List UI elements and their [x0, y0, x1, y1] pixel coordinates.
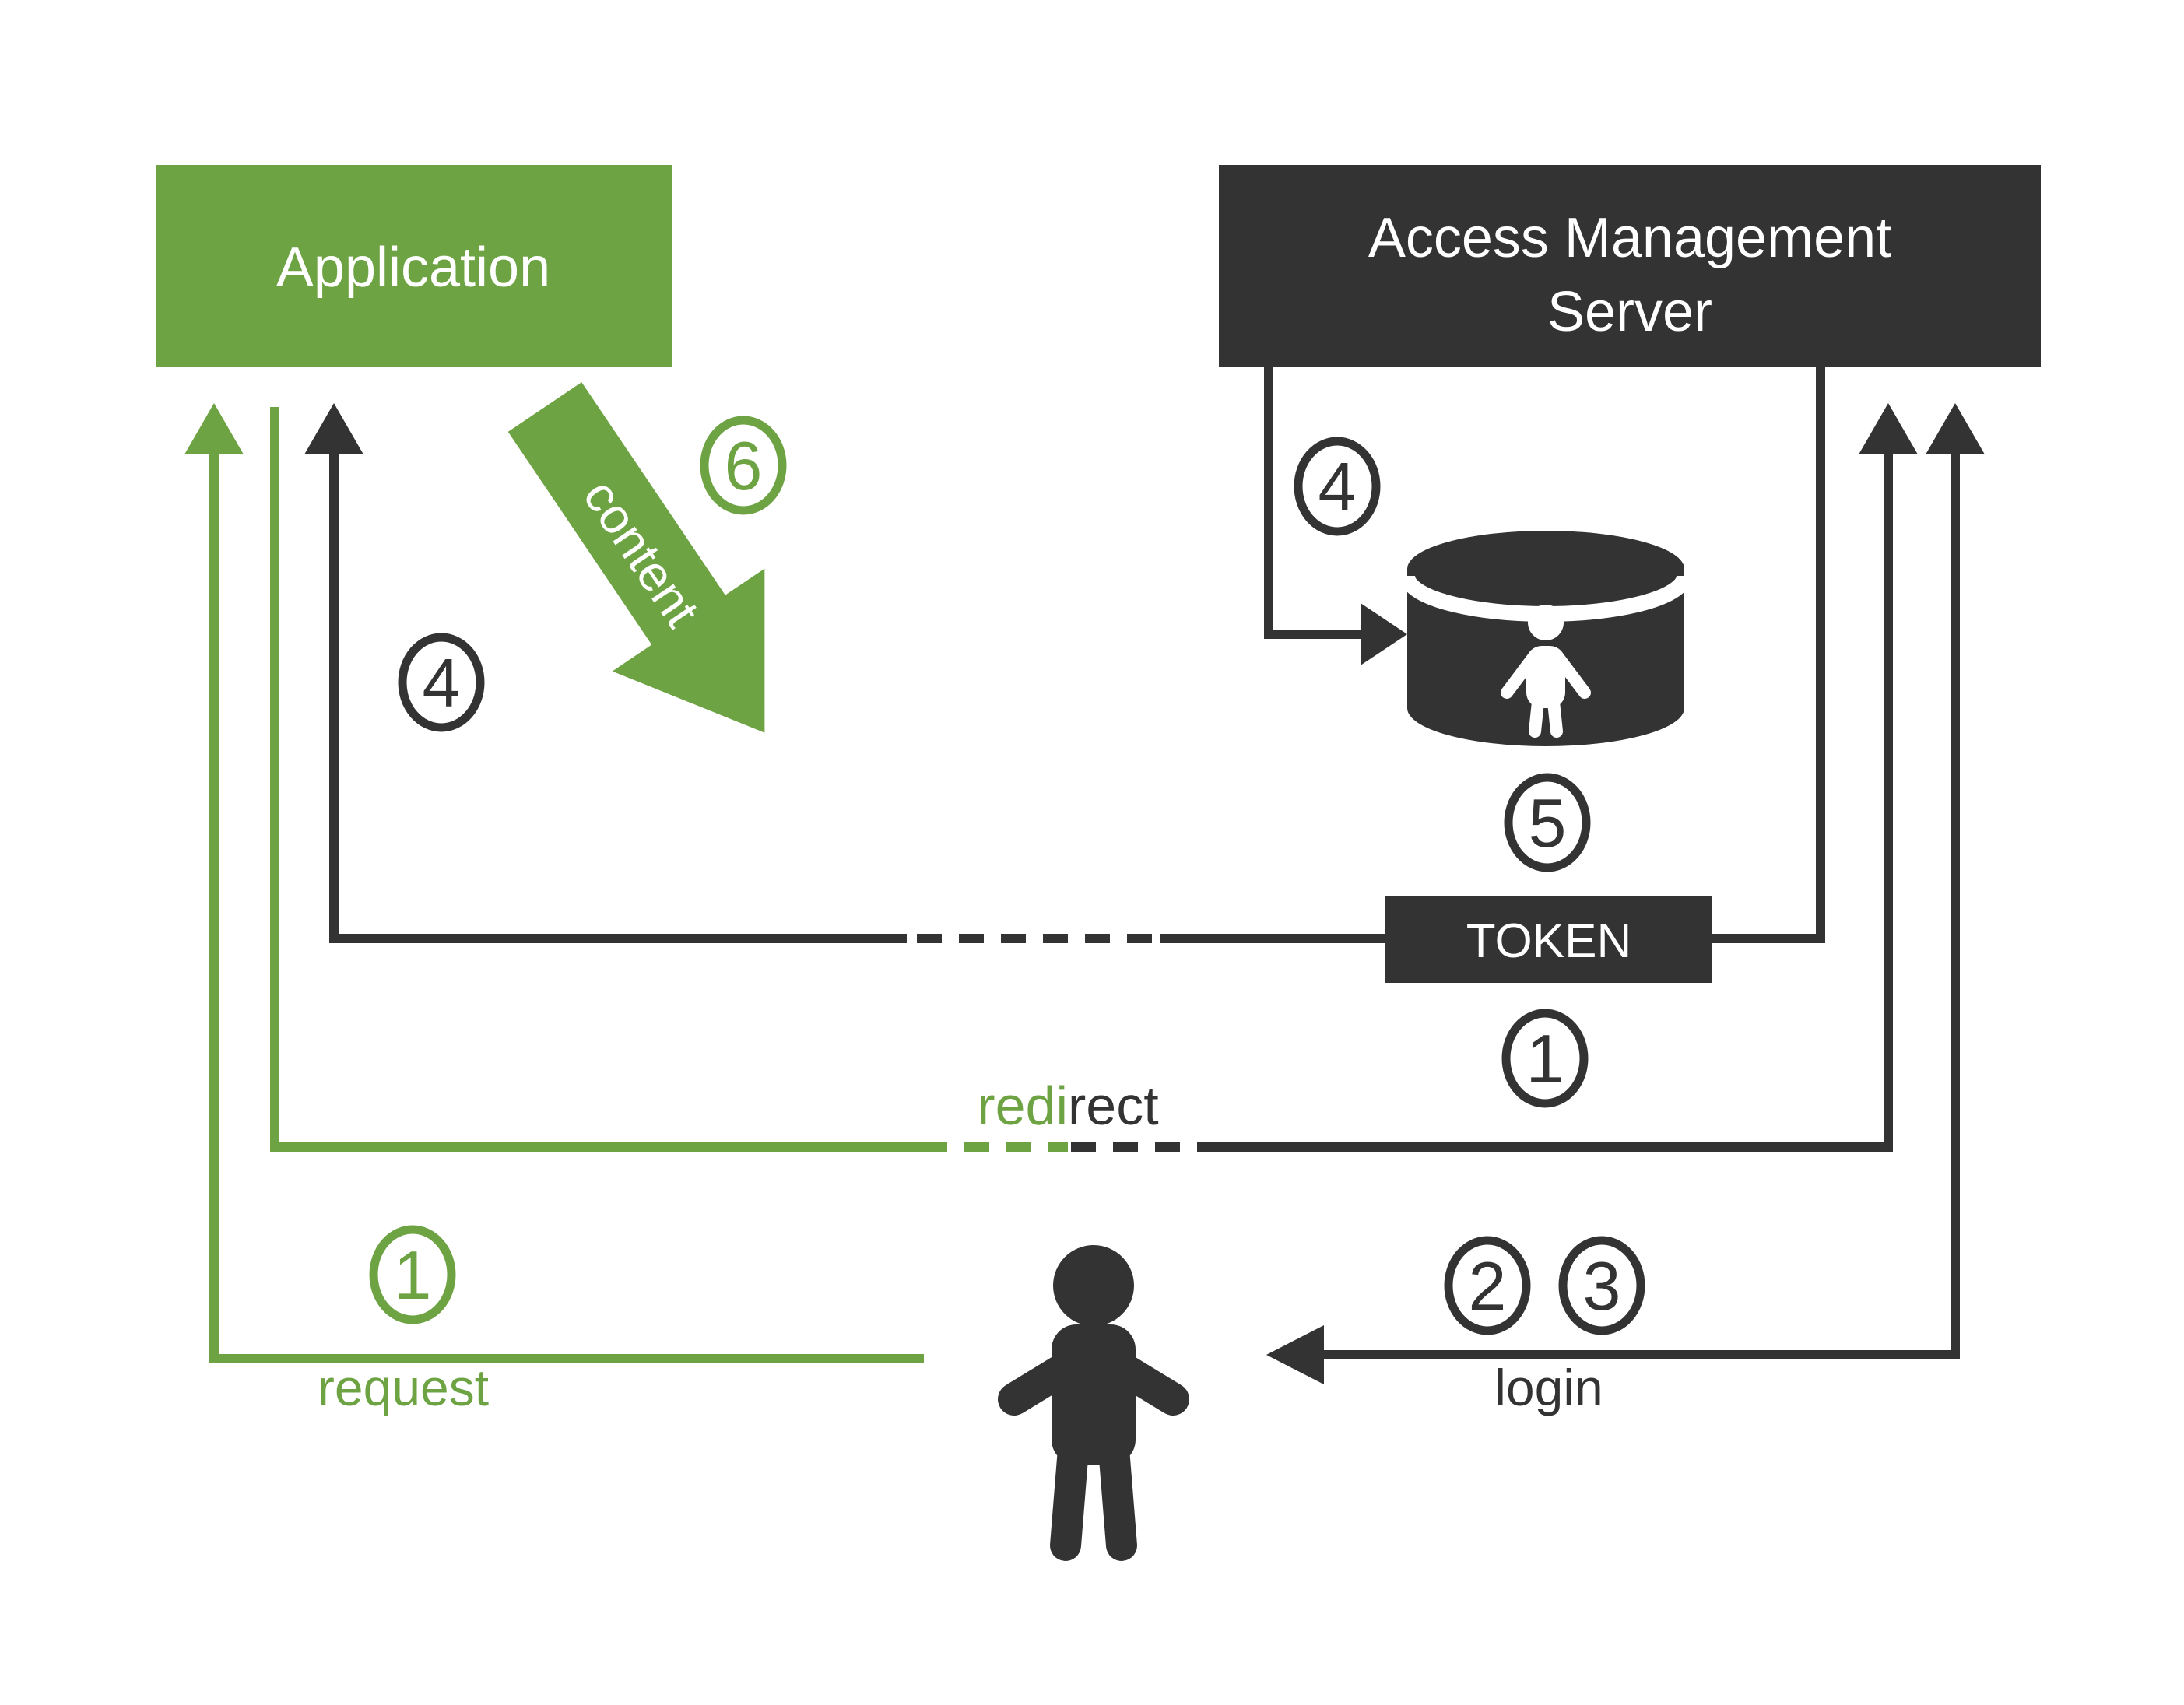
- step-badge-1-request-circle: [369, 1225, 456, 1324]
- step-badge-4-left-number: 4: [423, 644, 461, 721]
- user-torso: [1052, 1324, 1136, 1465]
- db-user-head: [1528, 605, 1564, 640]
- db-user-leg-left: [1529, 696, 1544, 738]
- login-up-arrowhead-icon: [1926, 403, 1985, 454]
- ams-box-label-line1: Access Management: [1368, 207, 1891, 269]
- user-icon: [998, 1245, 1189, 1561]
- login-arrowhead-icon: [1266, 1325, 1324, 1384]
- redirect-arrow-vertical-right: [1884, 450, 1893, 1152]
- content-arrow-shape: [507, 382, 765, 733]
- login-arrow-horizontal: [1319, 1350, 1960, 1359]
- token-arrow: [304, 367, 1825, 943]
- step-badge-4-left: 4: [398, 633, 485, 732]
- step-badge-4-left-circle: [398, 633, 485, 732]
- step-badge-1-token-circle: [1501, 1009, 1589, 1108]
- step-badge-3: 3: [1558, 1236, 1645, 1335]
- step-badge-3-circle: [1558, 1236, 1645, 1335]
- db-user-arm-left: [1501, 649, 1541, 699]
- step-badge-4-database: 4: [1294, 437, 1381, 536]
- ams-box-bg: [1219, 165, 2041, 367]
- token-arrow-horizontal-mid: [1160, 934, 1387, 943]
- token-arrow-vertical-left: [329, 450, 339, 943]
- token-arrow-vertical-right: [1816, 367, 1825, 943]
- db-arrowhead-icon: [1361, 603, 1407, 665]
- request-arrow: [184, 403, 924, 1363]
- content-arrow: content: [507, 382, 765, 733]
- redirect-arrow: [270, 403, 1918, 1152]
- token-arrowhead-icon: [304, 403, 363, 454]
- redirect-label-dark: rect: [1068, 1075, 1159, 1136]
- database-user-glyph-icon: [1501, 605, 1591, 738]
- redirect-label: redi rect: [977, 1075, 1158, 1136]
- user-database-icon: [1399, 531, 1692, 746]
- request-arrowhead-icon: [184, 403, 244, 454]
- step-badge-2: 2: [1444, 1236, 1531, 1335]
- step-badge-4-database-circle: [1294, 437, 1381, 536]
- login-arrow: [1266, 403, 1985, 1384]
- request-label: request: [318, 1359, 489, 1416]
- step-badge-1-token-number: 1: [1526, 1020, 1564, 1097]
- access-management-server-box: Access Management Server: [1219, 165, 2041, 367]
- ams-to-database-arrow: [1264, 367, 1407, 665]
- login-label: login: [1494, 1359, 1603, 1416]
- step-badge-1-token: 1: [1501, 1009, 1589, 1108]
- step-badge-2-number: 2: [1469, 1247, 1507, 1324]
- redirect-arrow-horizontal-green: [270, 1142, 922, 1152]
- step-badge-4-database-number: 4: [1318, 448, 1357, 525]
- step-badge-6-circle: [700, 416, 787, 515]
- step-badge-5-circle: [1504, 773, 1591, 872]
- application-box-label: Application: [276, 237, 550, 299]
- token-box-bg: [1385, 896, 1712, 983]
- step-badge-1-request-number: 1: [394, 1237, 432, 1314]
- db-arrow-horizontal: [1264, 630, 1365, 639]
- token-box-label: TOKEN: [1466, 914, 1631, 968]
- ams-box-label-line2: Server: [1547, 281, 1712, 343]
- redirect-arrow-horizontal-dark: [1214, 1142, 1893, 1152]
- step-badge-6: 6: [700, 416, 787, 515]
- request-arrow-horizontal: [209, 1354, 924, 1363]
- token-box: TOKEN: [1385, 896, 1712, 983]
- db-user-leg-right: [1547, 696, 1563, 738]
- user-leg-right: [1098, 1433, 1137, 1561]
- db-user-arm-right: [1550, 649, 1591, 699]
- redirect-arrowhead-icon: [1859, 403, 1918, 454]
- request-arrow-vertical: [209, 450, 219, 1359]
- token-arrow-horizontal-left: [329, 934, 907, 943]
- step-badge-3-number: 3: [1583, 1247, 1621, 1324]
- token-arrow-horizontal-right: [1712, 934, 1825, 943]
- step-badge-1-request: 1: [369, 1225, 456, 1324]
- step-badge-5-number: 5: [1529, 784, 1567, 861]
- application-box: Application: [156, 165, 672, 367]
- step-badge-2-circle: [1444, 1236, 1531, 1335]
- db-arrow-vertical: [1264, 367, 1273, 639]
- step-badge-6-number: 6: [725, 427, 763, 504]
- step-badge-5: 5: [1504, 773, 1591, 872]
- user-leg-left: [1050, 1433, 1089, 1561]
- user-head: [1053, 1245, 1134, 1326]
- redirect-label-green: redi: [977, 1075, 1068, 1136]
- login-arrow-vertical: [1951, 450, 1960, 1359]
- redirect-arrow-vertical-left: [270, 407, 279, 1152]
- application-box-bg: [156, 165, 672, 367]
